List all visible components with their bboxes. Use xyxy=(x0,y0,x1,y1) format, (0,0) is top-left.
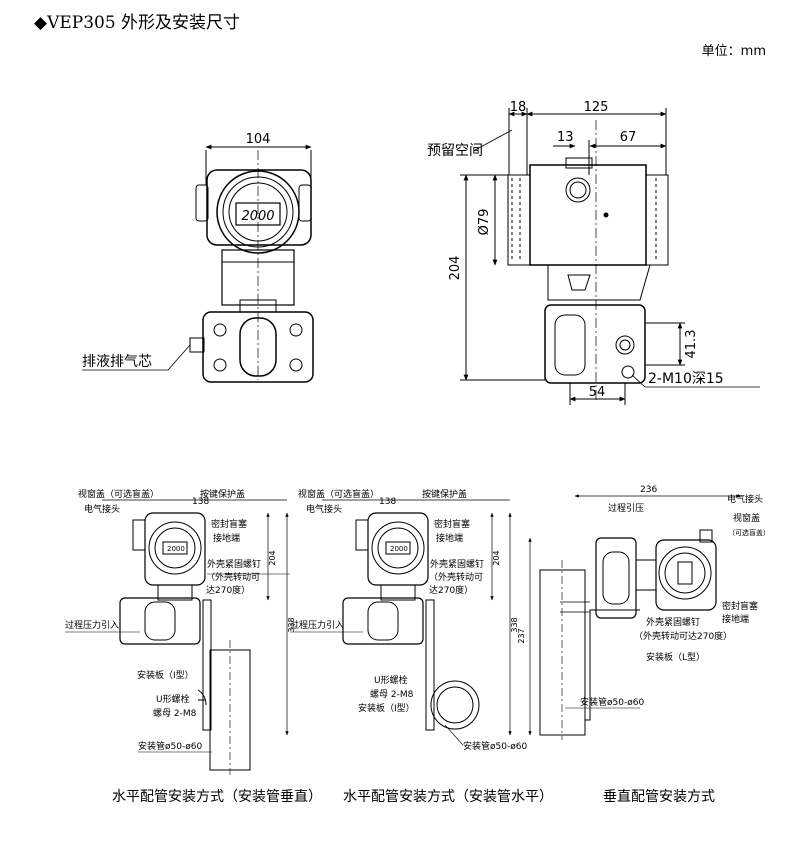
svg-text:2000: 2000 xyxy=(167,545,185,553)
mount-diagram-horizontal-pipe: 视窗盖（可选盲盖） 138 按键保护盖 电气接头 2000 密封盲塞 接地端 外… xyxy=(290,488,527,752)
seal-plug-label-3: 密封盲塞 xyxy=(722,600,758,612)
dim-237: 237 xyxy=(517,628,526,643)
unit-label: 单位：mm xyxy=(701,44,766,59)
dim-138-2: 138 xyxy=(379,497,396,507)
front-view: 104 2000 排液排气芯 xyxy=(82,132,314,383)
dim-41-3: 41.3 xyxy=(684,330,699,359)
bracket-label-3: 安装板（L型） xyxy=(646,651,705,663)
seal-plug-label: 密封盲塞 xyxy=(211,518,247,530)
nut-label-2: 螺母 2-M8 xyxy=(370,689,414,700)
display-value: 2000 xyxy=(241,209,274,224)
side-view: 18 125 13 67 预留空间 Ø79 204 xyxy=(427,100,760,405)
rotate-label-3: （外壳转动可达270度） xyxy=(634,630,732,642)
caption-2: 水平配管安装方式（安装管水平） xyxy=(343,789,553,805)
dim-204: 204 xyxy=(448,256,463,281)
seal-plug-label-2: 密封盲塞 xyxy=(434,518,470,530)
process-inlet-label-3: 过程引压 xyxy=(608,502,644,514)
electrical-connector-label-3: 电气接头 xyxy=(727,493,763,505)
pipe-label-2: 安装管ø50-ø60 xyxy=(463,740,527,752)
dim-67: 67 xyxy=(620,130,637,145)
process-inlet-label: 过程压力引入 xyxy=(65,619,119,631)
pipe-label-3: 安装管ø50-ø60 xyxy=(580,696,644,708)
mount-diagram-vertical-piping: 236 过程引压 电气接头 视窗盖 （可选盲盖） 密封盲塞 接地端 外壳紧固螺钉… xyxy=(517,485,770,740)
housing-screw-label-3: 外壳紧固螺钉 xyxy=(646,616,700,628)
bracket-label: 安装板（I型） xyxy=(137,669,194,681)
electrical-connector-label: 电气接头 xyxy=(84,503,120,515)
window-cover-label-2: 视窗盖（可选盲盖） xyxy=(298,488,379,500)
dim-138: 138 xyxy=(192,497,209,507)
dim-204-d2: 204 xyxy=(492,550,501,565)
button-cover-label: 按键保护盖 xyxy=(200,488,245,500)
ground-label: 接地端 xyxy=(213,532,240,544)
optional-blind-label: （可选盲盖） xyxy=(728,528,770,537)
dim-338-d1: 338 xyxy=(287,617,296,632)
dim-204-d1: 204 xyxy=(268,550,277,565)
housing-screw-label: 外壳紧固螺钉 xyxy=(207,558,261,570)
electrical-connector-label-2: 电气接头 xyxy=(306,503,342,515)
dim-13: 13 xyxy=(557,130,574,145)
reserved-space-label: 预留空间 xyxy=(427,143,483,159)
pipe-label: 安装管ø50-ø60 xyxy=(138,740,202,752)
u-bolt-label: U形螺栓 xyxy=(156,693,190,705)
dim-125: 125 xyxy=(584,100,609,115)
rotate-label-1: （外壳转动可 xyxy=(206,571,260,583)
thread-spec: 2-M10深15 xyxy=(648,371,724,387)
nut-label: 螺母 2-M8 xyxy=(153,708,197,719)
rotate-label-2: 达270度） xyxy=(206,584,250,596)
window-cover-label-3: 视窗盖 xyxy=(733,512,760,524)
window-cover-label: 视窗盖（可选盲盖） xyxy=(78,488,159,500)
housing-screw-label-2: 外壳紧固螺钉 xyxy=(430,558,484,570)
rotate-label-2-2: 达270度） xyxy=(429,584,473,596)
caption-1: 水平配管安装方式（安装管垂直） xyxy=(112,789,322,805)
bracket-label-2: 安装板（I型） xyxy=(358,702,415,714)
caption-3: 垂直配管安装方式 xyxy=(603,789,715,805)
ground-label-3: 接地端 xyxy=(722,613,749,625)
svg-text:2000: 2000 xyxy=(390,545,408,553)
dim-236: 236 xyxy=(640,485,657,495)
process-inlet-label-2: 过程压力引入 xyxy=(290,619,344,631)
drain-vent-label: 排液排气芯 xyxy=(82,354,152,370)
button-cover-label-2: 按键保护盖 xyxy=(422,488,467,500)
page-title: ◆VEP305 外形及安装尺寸 xyxy=(34,13,241,33)
ground-label-2: 接地端 xyxy=(436,532,463,544)
dim-18: 18 xyxy=(510,100,527,115)
mount-diagram-vertical-pipe: 视窗盖（可选盲盖） 138 按键保护盖 电气接头 2000 密封盲塞 接地端 外… xyxy=(65,488,296,775)
dim-dia-79: Ø79 xyxy=(477,209,492,236)
dim-338-d2: 338 xyxy=(510,617,519,632)
u-bolt-label-2: U形螺栓 xyxy=(374,674,408,686)
rotate-label-1-2: （外壳转动可 xyxy=(429,571,483,583)
dim-54: 54 xyxy=(589,385,606,400)
dim-104: 104 xyxy=(246,132,271,147)
